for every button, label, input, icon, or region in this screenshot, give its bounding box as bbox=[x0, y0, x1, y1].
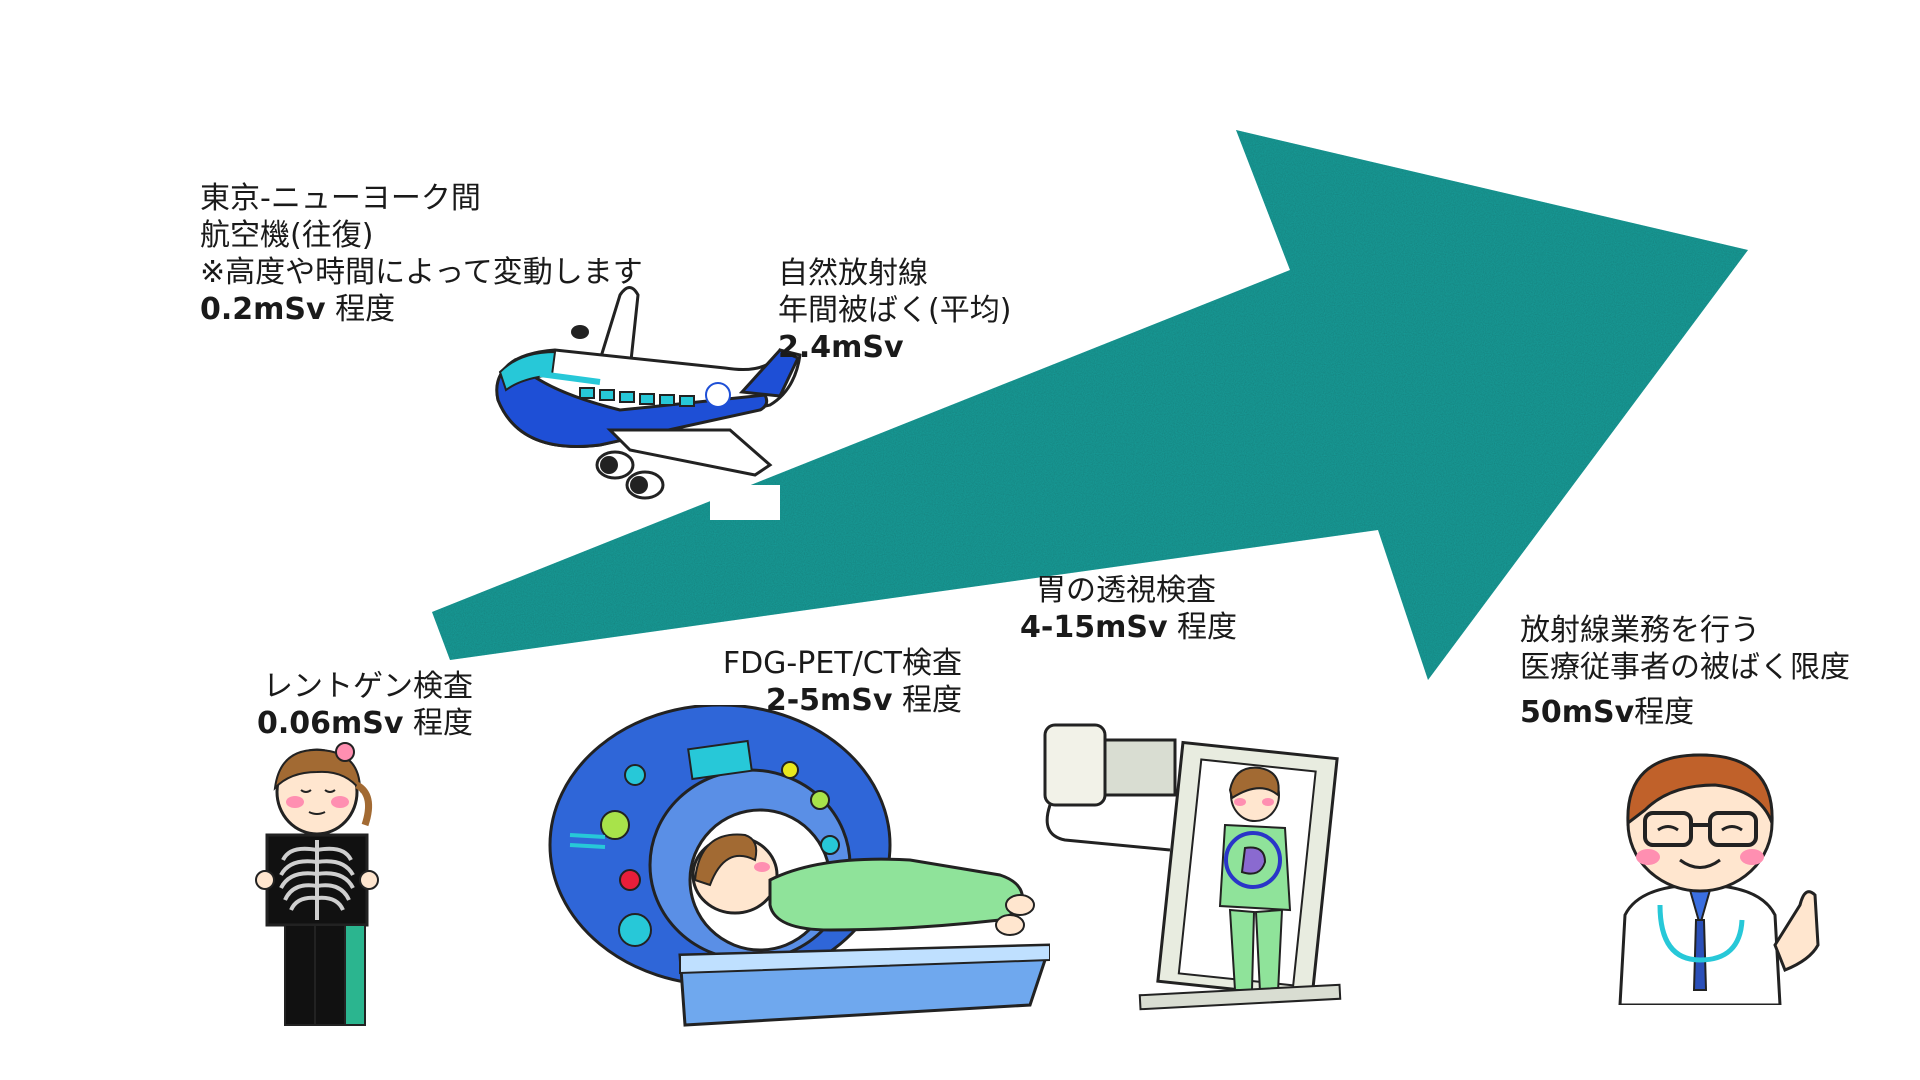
label-worker: 放射線業務を行う 医療従事者の被ばく限度 50mSv程度 bbox=[1520, 612, 1850, 731]
label-xray: レントゲン検査 0.06mSv 程度 bbox=[238, 668, 473, 742]
flight-dose-value: 0.2mSv bbox=[200, 292, 326, 327]
flight-dose-suffix: 程度 bbox=[325, 292, 396, 327]
stomach-dose: 4-15mSv 程度 bbox=[1020, 609, 1237, 646]
label-natural: 自然放射線 年間被ばく(平均) 2.4mSv bbox=[778, 255, 1011, 366]
stomach-line-1: 胃の透視検査 bbox=[1036, 573, 1216, 608]
xray-dose: 0.06mSv 程度 bbox=[238, 705, 473, 742]
natural-dose-value: 2.4mSv bbox=[778, 330, 904, 365]
flight-line-3: ※高度や時間によって変動します bbox=[200, 255, 643, 290]
label-stomach: 胃の透視検査 4-15mSv 程度 bbox=[1020, 572, 1237, 646]
xray-dose-value: 0.06mSv bbox=[257, 706, 404, 741]
xray-nurse-icon bbox=[255, 742, 379, 1026]
label-flight: 東京-ニューヨーク間 航空機(往復) ※高度や時間によって変動します 0.2mS… bbox=[200, 180, 643, 328]
natural-dose: 2.4mSv bbox=[778, 329, 1011, 366]
worker-line-1: 放射線業務を行う bbox=[1520, 613, 1760, 648]
doctor-icon bbox=[1618, 753, 1820, 1005]
worker-dose-value: 50mSv bbox=[1520, 695, 1635, 730]
stomach-dose-suffix: 程度 bbox=[1167, 610, 1238, 645]
xray-line-1: レントゲン検査 bbox=[263, 669, 473, 704]
petct-dose-suffix: 程度 bbox=[892, 683, 962, 718]
natural-line-1: 自然放射線 bbox=[778, 256, 928, 291]
worker-dose: 50mSv程度 bbox=[1520, 694, 1850, 731]
arrow-body bbox=[432, 130, 1748, 680]
airplane-icon bbox=[495, 286, 802, 520]
xray-dose-suffix: 程度 bbox=[403, 706, 473, 741]
pet-ct-scanner-icon bbox=[548, 705, 1050, 1027]
natural-line-2: 年間被ばく(平均) bbox=[778, 293, 1012, 328]
flight-dose: 0.2mSv 程度 bbox=[200, 291, 643, 328]
flight-line-2: 航空機(往復) bbox=[200, 218, 374, 253]
flight-line-1: 東京-ニューヨーク間 bbox=[200, 181, 481, 216]
petct-line-1: FDG-PET/CT検査 bbox=[722, 646, 962, 681]
stomach-dose-value: 4-15mSv bbox=[1020, 610, 1168, 645]
worker-line-2: 医療従事者の被ばく限度 bbox=[1520, 650, 1850, 685]
label-petct: FDG-PET/CT検査 2-5mSv 程度 bbox=[690, 645, 962, 719]
worker-dose-suffix: 程度 bbox=[1634, 695, 1695, 730]
petct-dose: 2-5mSv 程度 bbox=[690, 682, 962, 719]
petct-dose-value: 2-5mSv bbox=[765, 683, 893, 718]
fluoroscopy-icon bbox=[1043, 723, 1342, 1011]
